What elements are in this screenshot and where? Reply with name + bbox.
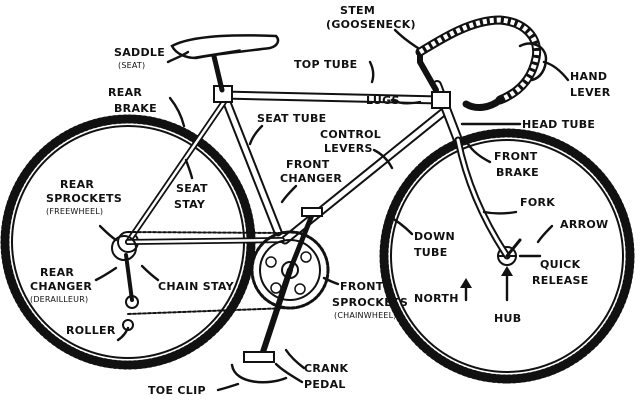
label-front-sprockets-1: FRONT [340, 280, 384, 293]
label-seat-stay-2: STAY [174, 198, 206, 211]
label-crank: CRANK [304, 362, 348, 375]
label-down-tube-1: DOWN [414, 230, 455, 243]
label-saddle: SADDLE [114, 46, 165, 59]
label-control-levers-2: LEVERS [324, 142, 373, 155]
handlebar-assembly [415, 15, 548, 111]
label-lugs: LUGS [366, 94, 400, 107]
label-seat-tube: SEAT TUBE [257, 112, 326, 125]
label-control-levers-1: CONTROL [320, 128, 381, 141]
label-hand-lever-1: HAND [570, 70, 607, 83]
label-quick-release-1: QUICK [540, 258, 581, 271]
label-front-brake-1: FRONT [494, 150, 538, 163]
label-front-brake-2: BRAKE [496, 166, 539, 179]
labels: STEM (GOOSENECK) SADDLE (SEAT) TOP TUBE … [30, 4, 611, 397]
label-rear-sprockets-sub: (FREEWHEEL) [46, 207, 103, 216]
label-front-sprockets-sub: (CHAINWHEEL) [334, 311, 397, 320]
label-down-tube-2: TUBE [414, 246, 448, 259]
label-front-sprockets-2: SPROCKETS [332, 296, 408, 309]
label-pedal: PEDAL [304, 378, 346, 391]
label-hand-lever-2: LEVER [570, 86, 611, 99]
label-stem-sub: (GOOSENECK) [326, 18, 416, 31]
chainwheel [230, 207, 330, 384]
label-rear-changer-1: REAR [40, 266, 74, 279]
label-arrows [94, 28, 570, 392]
label-rear-changer-sub: (DERAILLEUR) [30, 295, 88, 304]
label-chain-stay: CHAIN STAY [158, 280, 235, 293]
label-seat-stay-1: SEAT [176, 182, 208, 195]
label-rear-sprockets-2: SPROCKETS [46, 192, 122, 205]
label-front-changer-2: CHANGER [280, 172, 342, 185]
label-front-changer-1: FRONT [286, 158, 330, 171]
label-roller: ROLLER [66, 324, 116, 337]
chain [127, 231, 289, 315]
label-fork: FORK [520, 196, 555, 209]
saddle-assembly [170, 34, 280, 93]
label-rear-sprockets-1: REAR [60, 178, 94, 191]
label-head-tube: HEAD TUBE [522, 118, 595, 131]
label-toe-clip: TOE CLIP [148, 384, 206, 397]
label-hub: HUB [494, 312, 521, 325]
label-rear-brake-1: REAR [108, 86, 142, 99]
label-north: NORTH [414, 292, 459, 305]
label-quick-release-2: RELEASE [532, 274, 589, 287]
front-hub [505, 238, 522, 258]
label-arrow: ARROW [560, 218, 608, 231]
label-saddle-sub: (SEAT) [118, 61, 145, 70]
label-stem: STEM [340, 4, 375, 17]
label-rear-brake-2: BRAKE [114, 102, 157, 115]
label-rear-changer-2: CHANGER [30, 280, 92, 293]
label-top-tube: TOP TUBE [294, 58, 357, 71]
